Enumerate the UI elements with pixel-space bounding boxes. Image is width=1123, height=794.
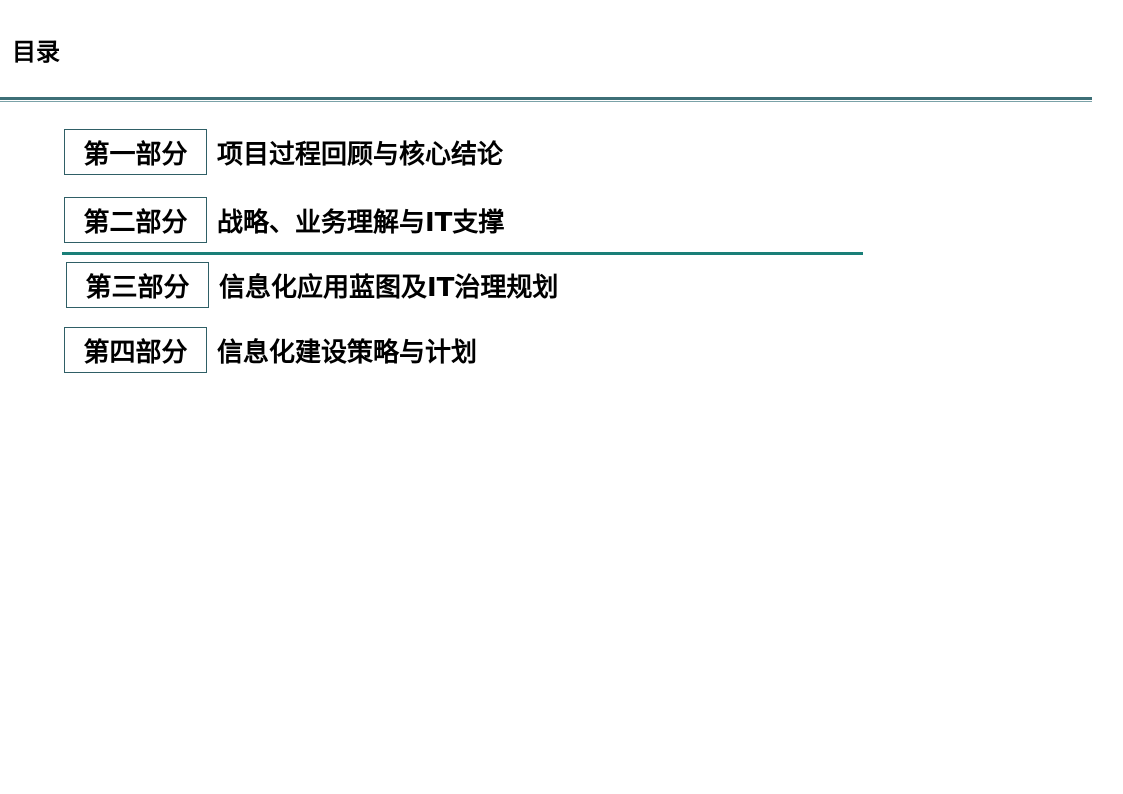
- toc-item-text: 信息化应用蓝图及IT治理规划: [219, 272, 559, 303]
- toc-item-part-2[interactable]: 第二部分 战略、业务理解与IT支撑: [64, 197, 504, 243]
- toc-part-label: 第二部分: [64, 197, 207, 243]
- toc-item-part-1[interactable]: 第一部分 项目过程回顾与核心结论: [64, 129, 503, 175]
- toc-item-text: 项目过程回顾与核心结论: [217, 139, 504, 170]
- header-divider-thin: [0, 101, 1092, 102]
- toc-part-label: 第四部分: [64, 327, 207, 373]
- toc-item-part-3[interactable]: 第三部分 信息化应用蓝图及IT治理规划: [66, 262, 558, 308]
- header-divider: [0, 97, 1092, 103]
- toc-item-part-4[interactable]: 第四部分 信息化建设策略与计划: [64, 327, 477, 373]
- current-section-highlight-line: [62, 252, 863, 255]
- header-divider-thick: [0, 97, 1092, 100]
- toc-item-text: 信息化建设策略与计划: [217, 337, 478, 368]
- toc-item-text: 战略、业务理解与IT支撑: [217, 207, 505, 238]
- page-title: 目录: [12, 38, 60, 66]
- toc-part-label: 第三部分: [66, 262, 209, 308]
- toc-part-label: 第一部分: [64, 129, 207, 175]
